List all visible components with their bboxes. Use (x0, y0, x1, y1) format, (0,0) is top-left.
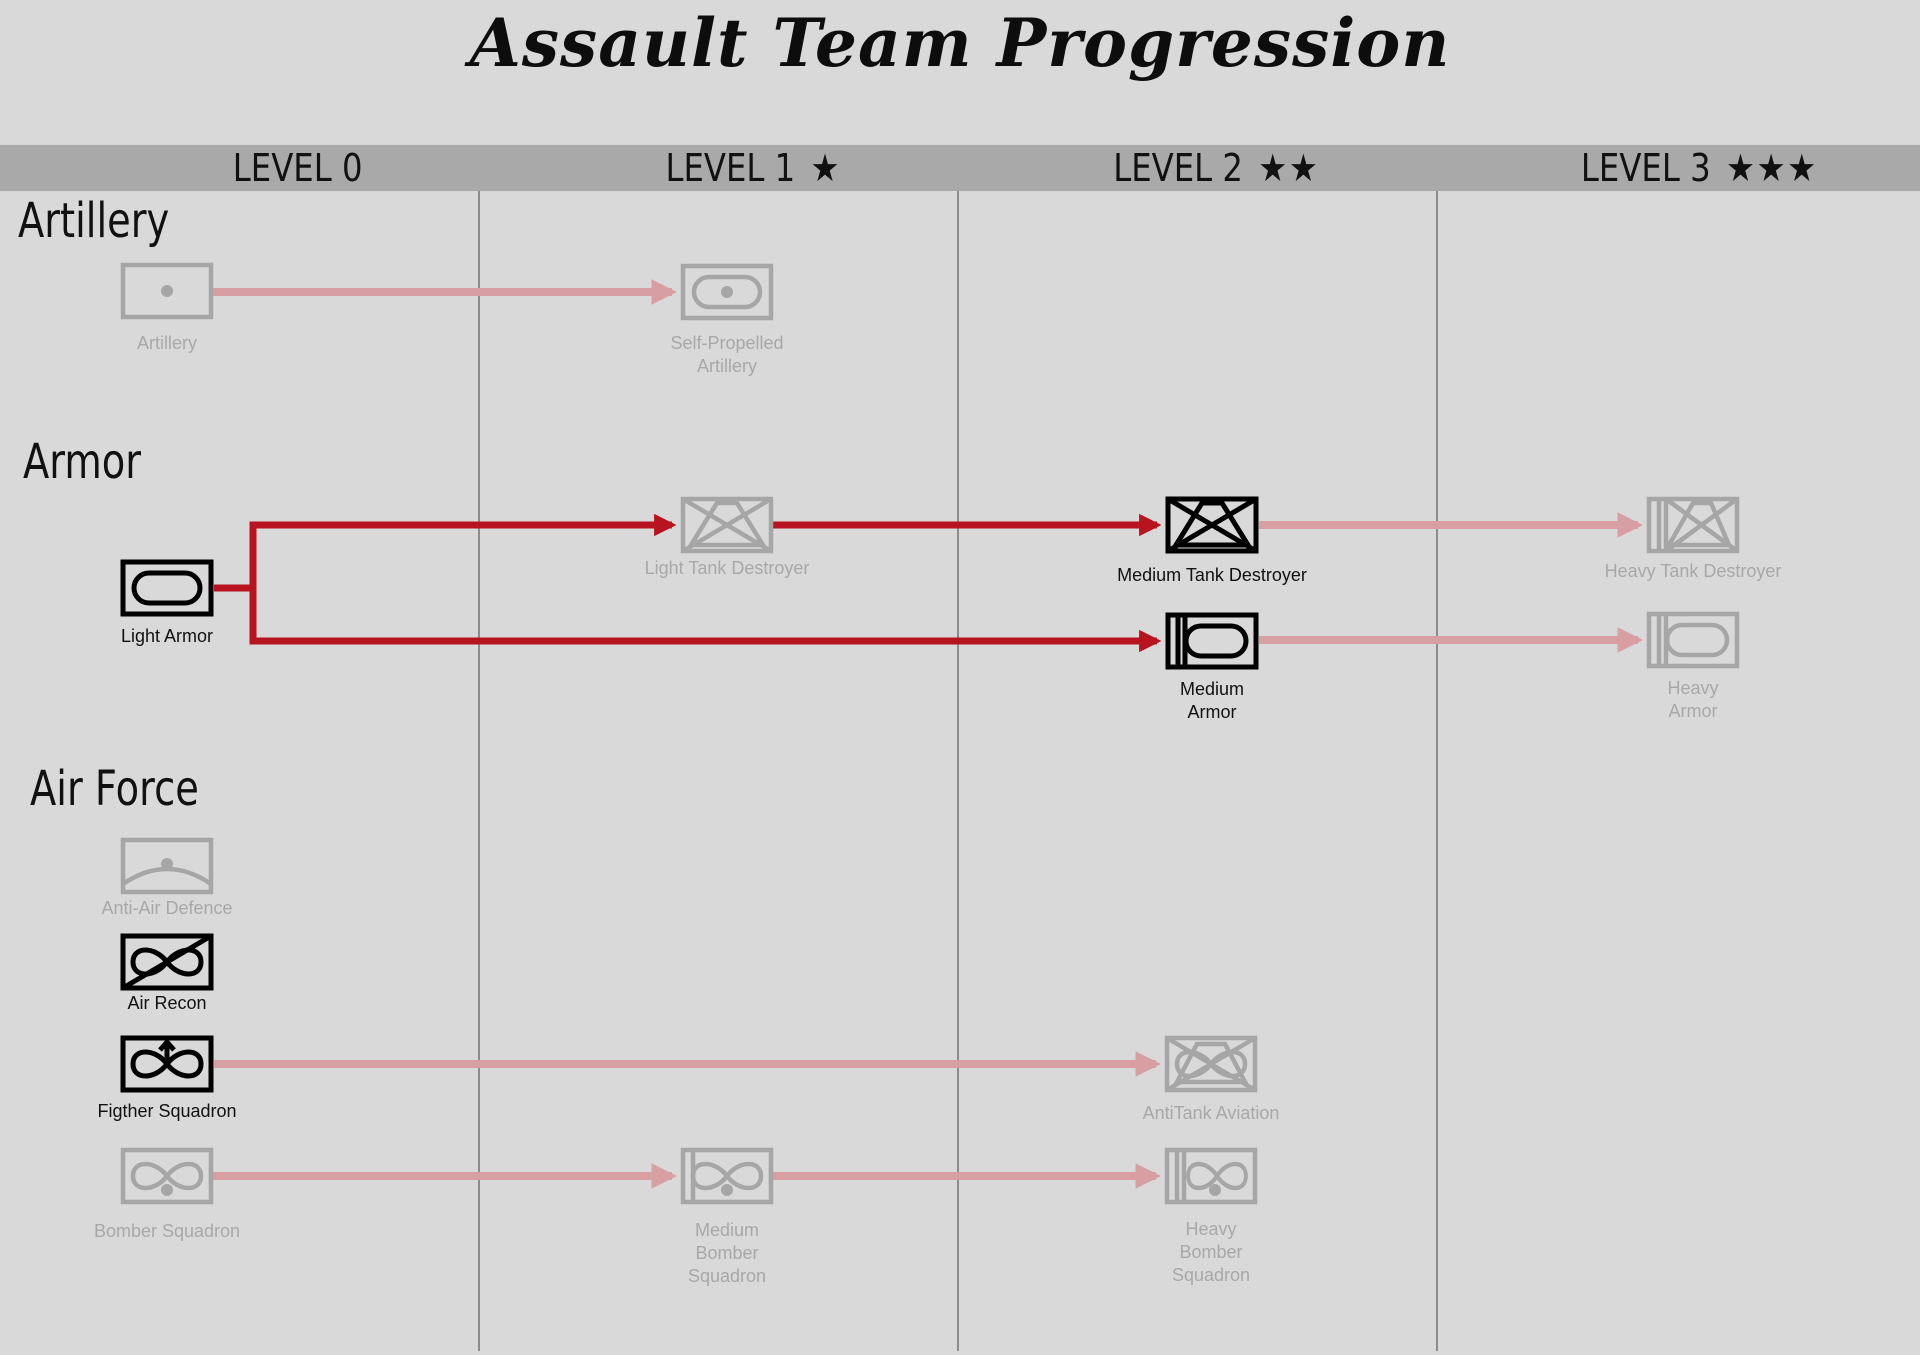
level-1-header: LEVEL 1 ★ (666, 145, 842, 191)
level-2-header: LEVEL 2 ★★ (1113, 145, 1319, 191)
anti-air-label: Anti-Air Defence (101, 898, 233, 918)
level-3-stars: ★★★ (1725, 146, 1818, 190)
link-light_armor-to-light_td (214, 513, 677, 592)
diagram-title: Assault Team Progression (469, 4, 1451, 82)
column-divider-1 (478, 191, 480, 1351)
level-header-bar (0, 145, 1920, 191)
column-divider-2 (957, 191, 959, 1351)
level-3-label: LEVEL 3 (1580, 146, 1711, 190)
level-1-stars: ★ (810, 146, 842, 190)
antitank-aviation-label: AntiTank Aviation (1142, 1103, 1280, 1123)
unit-symbols (120, 262, 1740, 1205)
heavy-td-label: Heavy Tank Destroyer (1604, 561, 1782, 581)
column-divider-3 (1436, 191, 1438, 1351)
air-recon-label: Air Recon (127, 993, 207, 1013)
section-air-force-title: Air Force (30, 761, 199, 817)
medium-bomber-icon (680, 1147, 774, 1205)
medium-td-icon (1165, 496, 1259, 554)
heavy-armor-icon (1646, 611, 1740, 669)
heavy-td-icon (1646, 496, 1740, 554)
level-2-label: LEVEL 2 (1113, 146, 1243, 190)
section-artillery-title: Artillery (18, 193, 170, 249)
light-armor-icon (120, 559, 214, 617)
heavy-bomber-icon (1164, 1147, 1258, 1205)
anti-air-icon (120, 837, 214, 895)
medium-td-label: Medium Tank Destroyer (1117, 565, 1307, 585)
level-3-header: LEVEL 3 ★★★ (1581, 145, 1818, 191)
medium-bomber-label: Medium Bomber Squadron (687, 1220, 767, 1286)
sp-artillery-label: Self-Propelled Artillery (670, 333, 784, 376)
bomber-icon (120, 1147, 214, 1205)
bomber-label: Bomber Squadron (93, 1221, 241, 1241)
fighter-icon (120, 1035, 214, 1093)
artillery-label: Artillery (136, 333, 197, 353)
level-0-header: LEVEL 0 (233, 145, 378, 191)
fighter-label: Figther Squadron (97, 1101, 237, 1121)
section-armor-title: Armor (23, 434, 142, 490)
heavy-armor-label: Heavy Armor (1667, 678, 1719, 721)
light-armor-label: Light Armor (120, 626, 214, 646)
link-light_armor-to-medium_armor (214, 584, 1162, 653)
level-0-label: LEVEL 0 (232, 146, 363, 190)
medium-armor-icon (1165, 612, 1259, 670)
light-td-icon (680, 496, 774, 554)
medium-armor-label: Medium Armor (1179, 679, 1245, 722)
antitank-aviation-icon (1164, 1035, 1258, 1093)
progression-links (187, 279, 1644, 1189)
sp-artillery-icon (680, 263, 774, 321)
level-2-stars: ★★ (1258, 146, 1320, 190)
heavy-bomber-label: Heavy Bomber Squadron (1171, 1219, 1251, 1285)
level-1-label: LEVEL 1 (665, 146, 796, 190)
artillery-icon (120, 262, 214, 320)
light-td-label: Light Tank Destroyer (644, 558, 810, 578)
air-recon-icon (120, 933, 214, 991)
